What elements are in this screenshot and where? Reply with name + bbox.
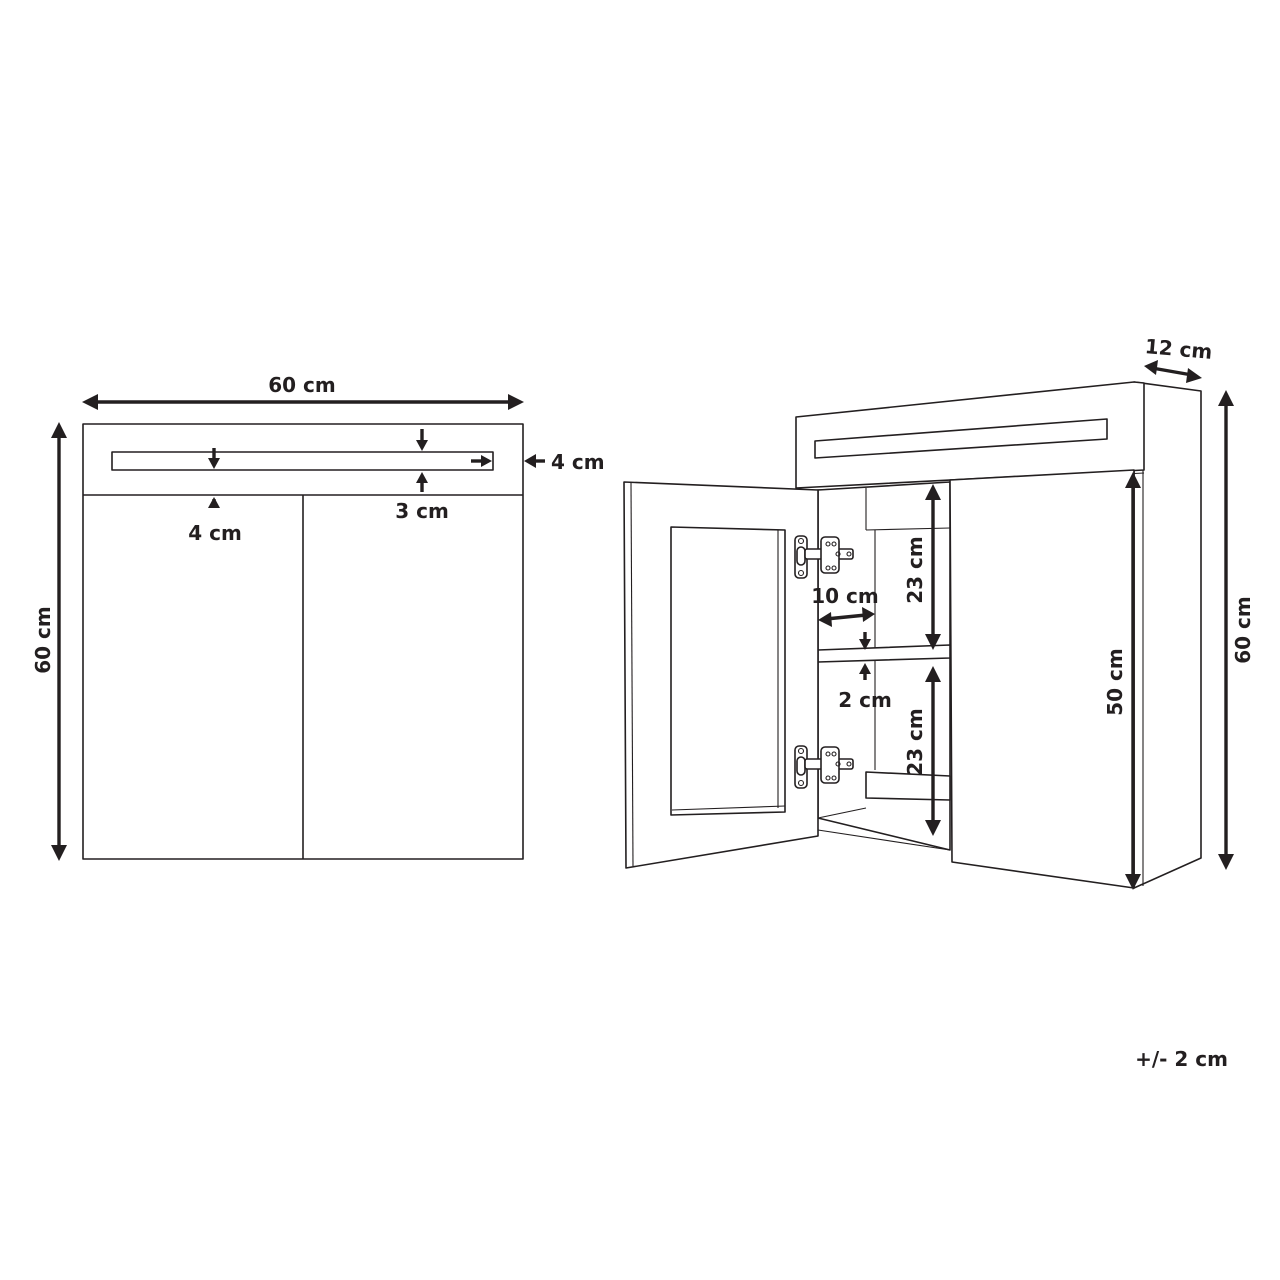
led-light-strip	[111, 451, 494, 471]
lower-shelf-height-label: 23 cm	[903, 708, 927, 776]
light-height-label: 3 cm	[395, 499, 449, 523]
upper-shelf-height-arrow	[925, 484, 941, 650]
front-view: 60 cm 60 cm 4 cm 4 cm 3 cm	[31, 373, 605, 861]
bottom-rail	[865, 771, 951, 801]
door-height-arrow	[1125, 472, 1141, 890]
light-offset-label: 4 cm	[188, 521, 242, 545]
width-dimension-arrow	[82, 394, 524, 410]
height-label: 60 cm	[31, 606, 55, 674]
header-height-arrow	[524, 454, 545, 468]
total-height-arrow	[1218, 390, 1234, 870]
depth-label: 12 cm	[1144, 334, 1213, 364]
height-dimension-arrow	[51, 422, 67, 861]
upper-shelf-height-label: 23 cm	[903, 536, 927, 604]
perspective-led-strip	[814, 418, 1108, 459]
door-height-label: 50 cm	[1103, 648, 1127, 716]
depth-dimension-arrow	[1144, 360, 1202, 383]
width-label: 60 cm	[268, 373, 336, 397]
total-height-label: 60 cm	[1231, 596, 1255, 664]
header-height-label: 4 cm	[551, 450, 605, 474]
shelf-thickness-arrows	[859, 632, 871, 680]
light-offset-arrows	[208, 429, 492, 508]
shelf-depth-arrow	[818, 607, 875, 627]
perspective-view: 12 cm 60 cm 50 cm 23 cm 23 cm	[623, 334, 1255, 890]
shelf-thickness-label: 2 cm	[838, 688, 892, 712]
door-mirror-panel	[670, 526, 786, 816]
upper-hinge-icon	[794, 535, 854, 579]
lower-shelf-height-arrow	[925, 666, 941, 836]
lower-hinge-icon	[794, 745, 854, 789]
shelf-depth-label: 10 cm	[811, 584, 879, 608]
tolerance-note: +/- 2 cm	[1135, 1047, 1228, 1071]
